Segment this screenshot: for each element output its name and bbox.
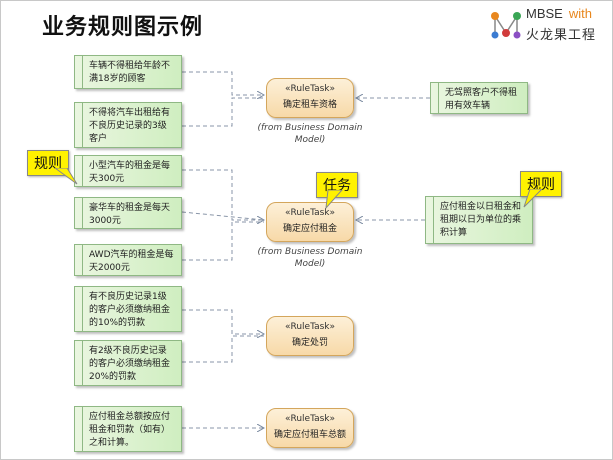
callout-pointer-task: [325, 190, 343, 210]
note-text: 车辆不得租给年龄不满18岁的顾客: [89, 61, 171, 84]
task-stereotype: «RuleTask»: [284, 208, 336, 218]
rule-task-eligibility[interactable]: «RuleTask» 确定租车资格: [266, 78, 354, 118]
connector-note2-task1: [182, 97, 264, 127]
callout-rule-right: 规则: [520, 171, 562, 197]
callout-pointer-right: [523, 189, 543, 208]
logo-with: with: [568, 6, 592, 21]
note-text: 有不良历史记录1级的客户必须缴纳租金的10%的罚款: [89, 292, 171, 328]
rule-note-2[interactable]: 不得将汽车出租给有不良历史记录的3级客户: [74, 102, 182, 148]
connector-note1-task1: [182, 71, 264, 95]
task-stereotype: «RuleTask»: [284, 84, 336, 94]
task-name: 确定处罚: [291, 338, 328, 348]
connector-note4-task2: [181, 211, 265, 221]
rule-note-9[interactable]: 无驾照客户不得租用有效车辆: [430, 82, 528, 114]
note-text: 应付租金总额按应付租金和罚款（如有）之和计算。: [89, 412, 171, 448]
logo: MBSE with 火龙果工程: [486, 4, 610, 46]
rule-note-3[interactable]: 小型汽车的租金是每天300元: [74, 155, 182, 187]
page-title: 业务规则图示例: [42, 15, 204, 40]
note-text: 不得将汽车出租给有不良历史记录的3级客户: [89, 108, 171, 144]
note-text: AWD汽车的租金是每天2000元: [89, 250, 174, 273]
note-text: 应付租金以日租金和租期以日为单位的乘积计算: [440, 202, 522, 238]
rule-task-penalty[interactable]: «RuleTask» 确定处罚: [266, 316, 354, 356]
rule-note-8[interactable]: 应付租金总额按应付租金和罚款（如有）之和计算。: [74, 406, 182, 452]
task-name: 确定应付租车总额: [273, 430, 346, 440]
note-text: 小型汽车的租金是每天300元: [89, 161, 171, 184]
logo-brand: MBSE: [526, 6, 563, 21]
rule-note-7[interactable]: 有2级不良历史记录的客户必须缴纳租金20%的罚款: [74, 340, 182, 386]
task-name: 确定租车资格: [282, 100, 337, 110]
rule-task-rent-due[interactable]: «RuleTask» 确定应付租金: [266, 202, 354, 242]
task-stereotype: «RuleTask»: [284, 414, 336, 424]
connector-note5-task2: [182, 221, 264, 261]
rule-task-total-due[interactable]: «RuleTask» 确定应付租车总额: [266, 408, 354, 448]
connector-note6-task3: [182, 309, 264, 334]
molecule-logo-icon: [491, 12, 521, 39]
note-text: 有2级不良历史记录的客户必须缴纳租金20%的罚款: [89, 346, 171, 382]
note-text: 豪华车的租金是每天3000元: [89, 203, 171, 226]
rule-note-6[interactable]: 有不良历史记录1级的客户必须缴纳租金的10%的罚款: [74, 286, 182, 332]
note-text: 无驾照客户不得租用有效车辆: [445, 88, 518, 111]
rule-note-1[interactable]: 车辆不得租给年龄不满18岁的顾客: [74, 55, 182, 89]
rule-note-10[interactable]: 应付租金以日租金和租期以日为单位的乘积计算: [425, 196, 533, 244]
connector-note3-task2: [182, 169, 264, 220]
task-origin-label: (from Business Domain Model): [257, 123, 363, 145]
logo-cn: 火龙果工程: [526, 28, 597, 43]
rule-note-5[interactable]: AWD汽车的租金是每天2000元: [74, 244, 182, 276]
task-origin-label: (from Business Domain Model): [257, 247, 363, 269]
callout-pointer-left: [55, 168, 78, 185]
task-stereotype: «RuleTask»: [284, 322, 336, 332]
rule-note-4[interactable]: 豪华车的租金是每天3000元: [74, 197, 182, 229]
task-name: 确定应付租金: [282, 224, 337, 234]
connector-note7-task3: [182, 335, 264, 363]
